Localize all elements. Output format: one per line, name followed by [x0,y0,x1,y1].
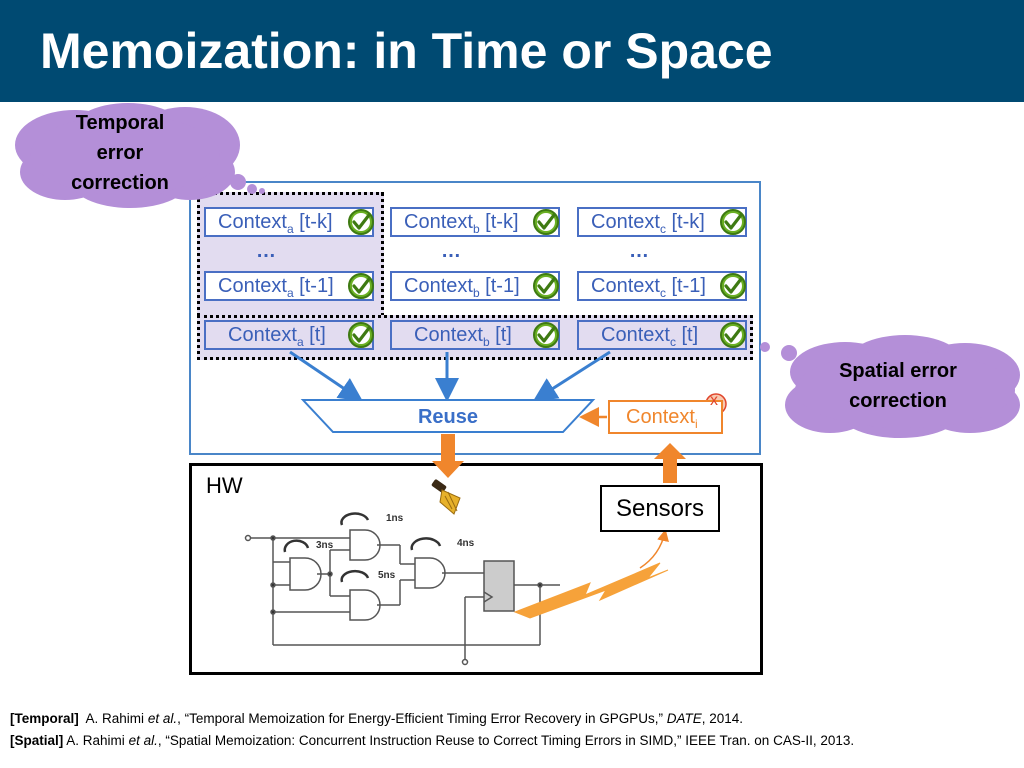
slide-title: Memoization: in Time or Space [40,23,773,79]
delay-3ns: 3ns [316,540,334,551]
context-c-t: Contextc [t] [577,320,747,350]
arrow-c-to-reuse [532,350,611,402]
error-x-label: x [710,392,718,409]
ellipsis-b: … [441,240,461,262]
delay-5ns: 5ns [378,570,396,581]
context-a-t: Contexta [t] [204,320,374,350]
context-a-tk: Contexta [t-k] [204,207,374,237]
context-b-tk: Contextb [t-k] [390,207,560,237]
timing-error-bolt [513,562,669,619]
arrow-sensors-to-ctxi [654,443,686,483]
ellipsis-c: … [629,240,649,262]
delay-1ns: 1ns [386,513,404,524]
context-i-box: Contexti [608,400,723,434]
temporal-cloud-label: Temporal error correction [71,112,169,194]
temporal-cloud [15,103,265,208]
arrow-reuse-to-hw [432,434,464,478]
hw-label: HW [206,473,243,498]
circuit-schematic [244,512,560,666]
sensors-box: Sensors [600,485,720,532]
reuse-label: Reuse [417,406,479,428]
references: [Temporal] A. Rahimi et al., “Temporal M… [10,708,854,752]
software-layer-box [189,181,761,455]
bolt-to-sensors-arrow [639,529,669,569]
context-c-t1: Contextc [t-1] [577,271,747,301]
delay-4ns: 4ns [457,538,475,549]
context-b-t: Contextb [t] [390,320,560,350]
arrow-a-to-reuse [289,350,363,402]
spatial-cloud [760,335,1020,438]
ellipsis-a: … [256,240,276,262]
context-c-tk: Contextc [t-k] [577,207,747,237]
context-a-t1: Contexta [t-1] [204,271,374,301]
title-bar [0,0,1024,102]
reference-temporal: [Temporal] A. Rahimi et al., “Temporal M… [10,711,744,726]
brush-icon [431,479,461,515]
context-b-t1: Contextb [t-1] [390,271,560,301]
spatial-cloud-label: Spatial error correction [839,360,957,412]
hardware-layer-box [189,463,763,675]
reference-spatial: [Spatial] A. Rahimi et al., “Spatial Mem… [10,733,855,748]
reuse-block [300,399,596,433]
